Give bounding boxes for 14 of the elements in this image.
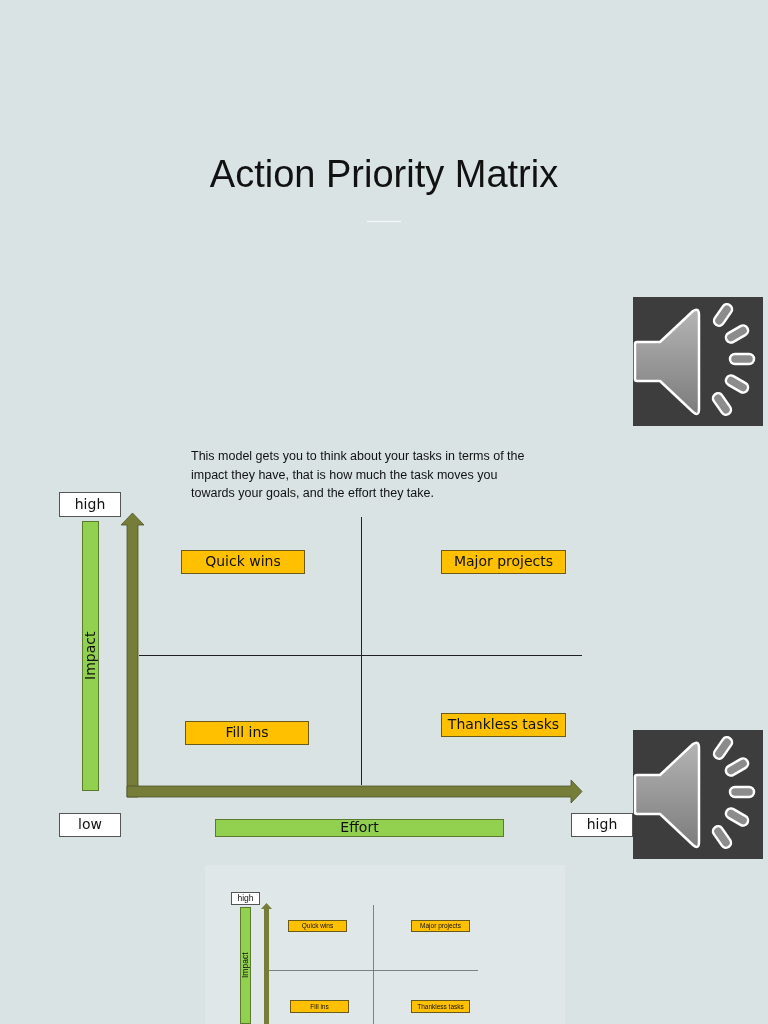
slide-thumbnail [205,865,565,1024]
scale-label: low [59,813,121,837]
axis-title-bar: Effort [215,819,504,837]
slide-title: Action Priority Matrix [208,153,560,196]
quadrant-label: Major projects [441,550,566,574]
axis-title-bar: Impact [82,521,99,791]
description-text: This model gets you to think about your tasks in terms of the impact they have, that is how much the task moves you towards your goals, and the effort they take. [191,448,526,502]
quadrant-label: Thankless tasks [441,713,566,737]
scale-label: high [231,892,260,905]
quadrant-label: Quick wins [181,550,305,574]
scale-label: high [571,813,633,837]
scale-label: high [59,492,121,517]
quadrant-label: Fill ins [185,721,309,745]
axis-title-bar: Impact [240,907,251,1024]
